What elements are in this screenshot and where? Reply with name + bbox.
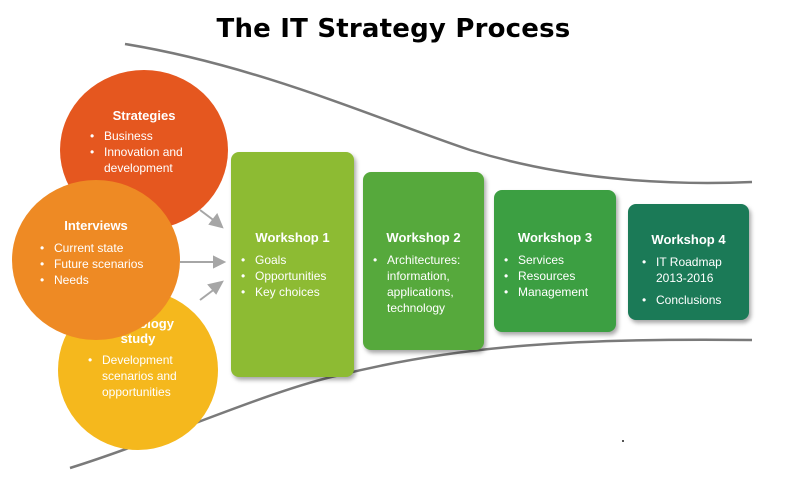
diagram-title: The IT Strategy Process [216,14,571,44]
list-item: Business [90,128,220,144]
list-item: Development scenarios and opportunities [88,352,206,400]
strategies-list: Business Innovation and development [90,128,220,176]
list-item: Current state [40,240,175,256]
interviews-title: Interviews [64,218,128,233]
workshop-4-box: Workshop 4 IT Roadmap 2013-2016 Conclusi… [628,204,749,320]
workshop-1-list: Goals Opportunities Key choices [241,252,351,300]
arrow-head-technology [207,280,224,295]
workshop-4-title: Workshop 4 [651,232,726,247]
list-item: Conclusions [642,292,747,308]
technology-study-list: Development scenarios and opportunities [88,352,206,400]
list-item: Resources [504,268,614,284]
arrow-head-interviews [213,255,227,269]
workshop-3-list: Services Resources Management [504,252,614,300]
workshop-3-box: Workshop 3 Services Resources Management [494,190,616,332]
workshop-1-box: Workshop 1 Goals Opportunities Key choic… [231,152,354,377]
workshop-2-title: Workshop 2 [386,230,461,245]
list-item: IT Roadmap 2013-2016 [642,254,747,286]
workshop-2-box: Workshop 2 Architectures: information, a… [363,172,484,350]
list-item: Key choices [241,284,351,300]
interviews-circle: Interviews Current state Future scenario… [12,180,180,340]
stray-dot [622,440,624,442]
interviews-list: Current state Future scenarios Needs [40,240,175,288]
funnel-top-curve [124,42,753,185]
arrow-head-strategies [208,213,224,229]
list-item: Services [504,252,614,268]
workshop-2-list: Architectures: information, applications… [373,252,481,316]
list-item: Architectures: information, applications… [373,252,481,316]
arrow-connectors [180,209,227,301]
list-item: Needs [40,272,175,288]
list-item: Future scenarios [40,256,175,272]
list-item: Opportunities [241,268,351,284]
list-item: Management [504,284,614,300]
workshop-4-list: IT Roadmap 2013-2016 Conclusions [642,254,747,308]
workshop-3-title: Workshop 3 [517,230,593,245]
workshop-1-title: Workshop 1 [255,230,330,245]
strategies-title: Strategies [112,108,176,123]
list-item: Innovation and development [90,144,220,176]
list-item: Goals [241,252,351,268]
